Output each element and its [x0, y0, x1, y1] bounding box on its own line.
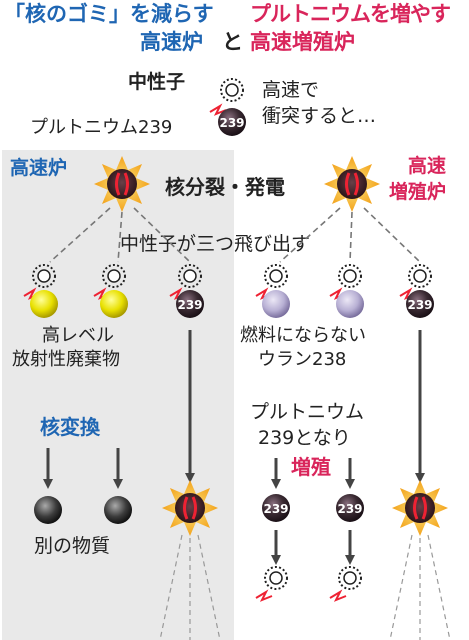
- header-middle: と: [222, 30, 243, 54]
- breeder-section-label-1: 高速: [408, 155, 447, 177]
- neutron-icon: [32, 264, 56, 288]
- other-material-label: 別の物質: [34, 535, 111, 557]
- pu-badge-text: 239: [177, 298, 202, 312]
- collision-text-1: 高速で: [262, 79, 320, 101]
- pu-badge-text: 239: [337, 502, 362, 516]
- fast-reactor-panel: [2, 150, 234, 640]
- dashed-connectors: [49, 207, 421, 263]
- solid-arrows: [43, 330, 425, 565]
- other-material-nucleus-icon: [34, 496, 132, 524]
- fission-burst-icon: [94, 156, 150, 212]
- nonfuel-label-2: ウラン238: [258, 349, 347, 370]
- fission-burst-icon: [324, 156, 380, 212]
- fission-label: 核分裂・発電: [165, 175, 285, 199]
- neutron-icon: [178, 264, 202, 288]
- fission-burst-icon: [162, 480, 218, 536]
- fast-reactor-section-label: 高速炉: [10, 157, 68, 179]
- plutonium-nucleus-icon: 239: [218, 108, 246, 136]
- becomes-label-1: プルトニウム: [250, 401, 365, 423]
- plutonium-nucleus-icon: 239: [336, 494, 364, 522]
- plutonium-nucleus-icon: 239: [406, 290, 434, 318]
- neutron-icon: [408, 264, 432, 288]
- neutron-icon: [264, 566, 288, 590]
- pu-badge-text: 239: [263, 502, 288, 516]
- nonfuel-label-1: 燃料にならない: [240, 325, 366, 346]
- header-left-line1: 「核のゴミ」を減らす: [4, 2, 214, 26]
- breeder-section-label-2: 増殖炉: [389, 181, 447, 203]
- neutron-icon: [338, 264, 362, 288]
- three-neutrons-label: 中性子が三つ飛び出す: [120, 233, 311, 255]
- neutron-icon: [220, 78, 244, 102]
- neutron-icon: [264, 264, 288, 288]
- neutron-label: 中性子: [128, 71, 186, 93]
- waste-label-1: 高レベル: [42, 325, 114, 346]
- waste-label-2: 放射性廃棄物: [12, 349, 120, 370]
- waste-nucleus-icon: [30, 290, 128, 318]
- neutron-icon: [338, 566, 362, 590]
- plutonium-nucleus-icon: 239: [262, 494, 290, 522]
- becomes-label-2: 239となり: [258, 427, 351, 449]
- header-left-line2: 高速炉: [140, 30, 203, 54]
- plutonium-nucleus-icon: 239: [176, 290, 204, 318]
- uranium-nucleus-icon: [262, 290, 364, 318]
- fission-burst-icon: [392, 480, 448, 536]
- pu-badge-text: 239: [219, 116, 244, 130]
- plutonium-label: プルトニウム239: [30, 117, 173, 138]
- bottom-fan-lines: [159, 534, 451, 640]
- transmutation-label: 核変換: [40, 415, 100, 439]
- collision-text-2: 衝突すると…: [262, 105, 377, 127]
- pu-badge-text: 239: [407, 298, 432, 312]
- breeding-label: 増殖: [291, 455, 331, 479]
- header-right-line2: 高速増殖炉: [250, 30, 355, 54]
- neutron-icon: [102, 264, 126, 288]
- header-right-line1: プルトニウムを増やす: [250, 2, 451, 26]
